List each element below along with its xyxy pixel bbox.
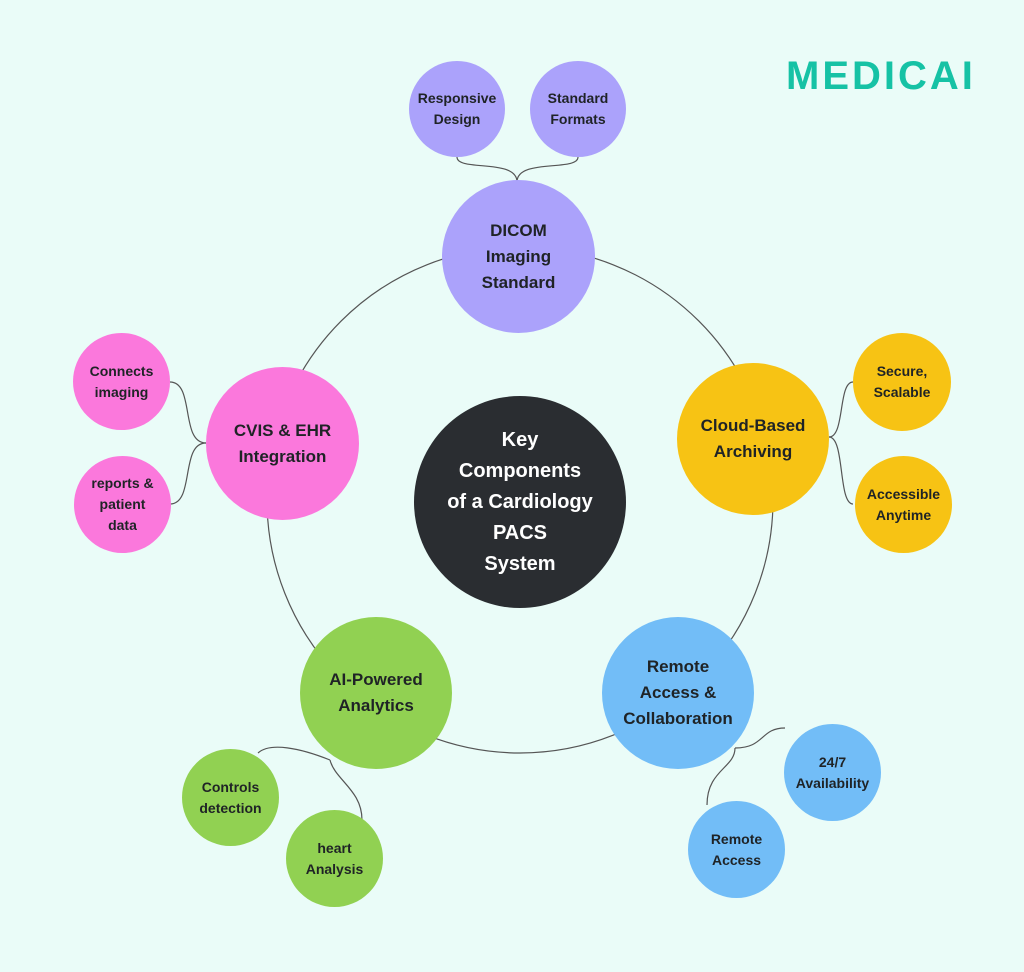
- connector-remote-247: [734, 727, 786, 749]
- node-responsive-design: Responsive Design: [409, 61, 505, 157]
- node-247-availability: 24/7 Availability: [784, 724, 881, 821]
- connector-ai-heart: [329, 759, 363, 821]
- node-controls-detection: Controls detection: [182, 749, 279, 846]
- node-heart-analysis: heart Analysis: [286, 810, 383, 907]
- node-remote-access-collaboration: Remote Access & Collaboration: [602, 617, 754, 769]
- node-cloud-based-archiving: Cloud-Based Archiving: [677, 363, 829, 515]
- connector-ai-controls: [257, 746, 331, 761]
- node-remote-access: Remote Access: [688, 801, 785, 898]
- node-standard-formats: Standard Formats: [530, 61, 626, 157]
- node-cvis-ehr-integration: CVIS & EHR Integration: [206, 367, 359, 520]
- node-dicom-imaging-standard: DICOM Imaging Standard: [442, 180, 595, 333]
- node-ai-powered-analytics: AI-Powered Analytics: [300, 617, 452, 769]
- node-accessible-anytime: Accessible Anytime: [855, 456, 952, 553]
- node-reports-patient-data: reports & patient data: [74, 456, 171, 553]
- connector-dicom-standard: [516, 156, 579, 183]
- connector-cloud-secure: [828, 381, 854, 438]
- center-node: Key Components of a Cardiology PACS Syst…: [414, 396, 626, 608]
- connector-cvis-reports: [169, 442, 207, 505]
- connector-cloud-accessible: [828, 436, 854, 505]
- connector-dicom-responsive: [456, 156, 518, 183]
- node-connects-imaging: Connects imaging: [73, 333, 170, 430]
- connector-remote-access: [706, 747, 736, 806]
- node-secure-scalable: Secure, Scalable: [853, 333, 951, 431]
- medicai-logo: MEDICAI: [786, 54, 976, 98]
- connector-cvis-connects: [169, 381, 207, 444]
